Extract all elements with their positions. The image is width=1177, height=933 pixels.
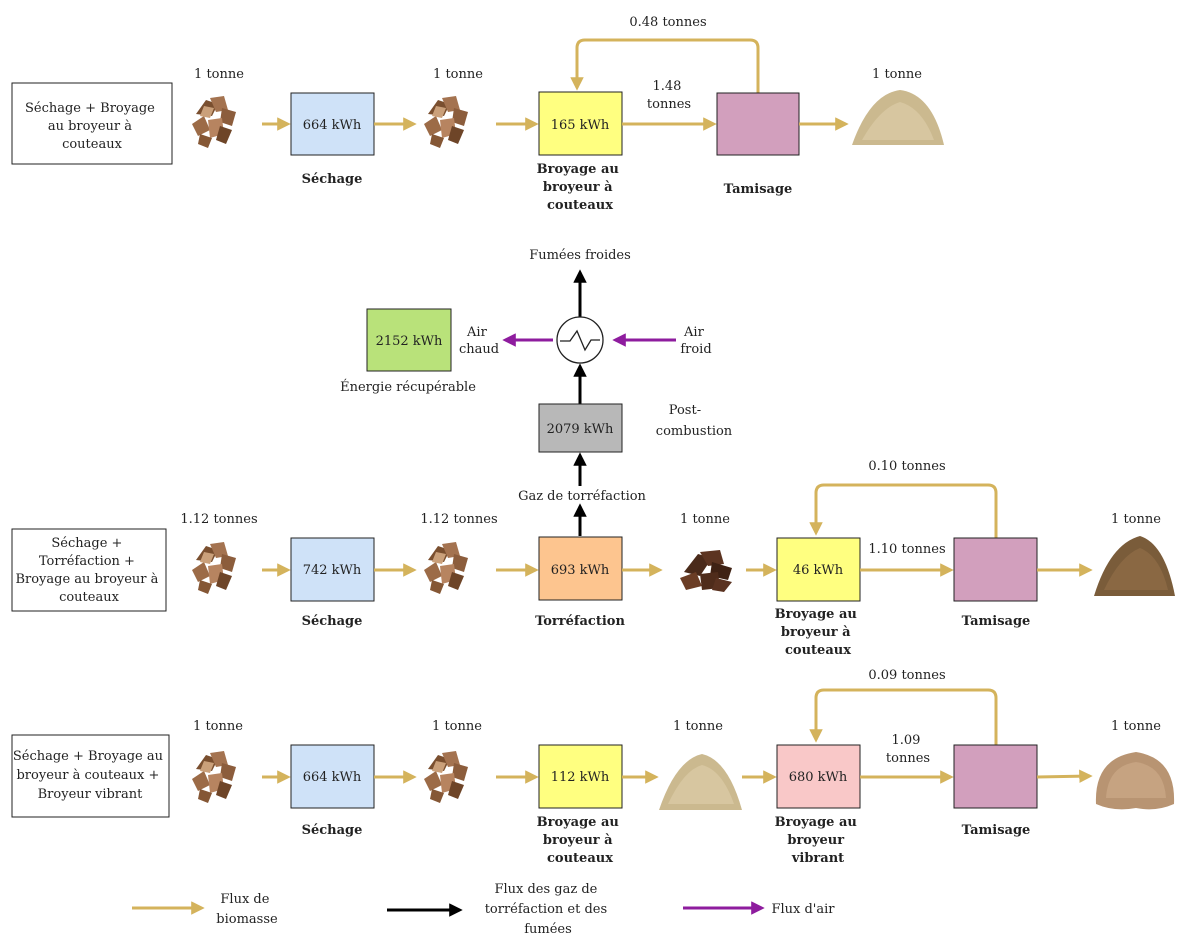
grinding-caption: Broyage au broyeur à couteaux: [775, 607, 862, 658]
scenario-3-description: Séchage + Broyage au broyeur à couteaux …: [13, 749, 167, 802]
row1-mass-out-label: 1 tonne: [872, 67, 922, 82]
legend-gas-label: Flux des gaz de torréfaction et des fumé…: [485, 882, 612, 933]
drying-energy: 664 kWh: [303, 770, 362, 785]
sieving-caption: Tamisage: [962, 614, 1031, 629]
row2-mass-out-label: 1 tonne: [1111, 512, 1161, 527]
row1-mass-in-label: 1 tonne: [194, 67, 244, 82]
row2-mass-in-label: 1.12 tonnes: [180, 512, 257, 527]
knife-mill-grinding-box: [776, 537, 861, 602]
row3-mass-after-drying-label: 1 tonne: [432, 719, 482, 734]
scenario-1-description-box: [11, 82, 173, 165]
wood-chips-icon: [424, 542, 468, 594]
drying-caption: Séchage: [302, 172, 363, 187]
vibrating-mill-box: [776, 744, 861, 809]
grinding-caption: Broyage au broyeur à couteaux: [537, 815, 624, 866]
wood-chips-icon: [192, 751, 236, 803]
sieving-box: [953, 744, 1038, 809]
row2-mass-after-drying-label: 1.12 tonnes: [420, 512, 497, 527]
legend-air-label: Flux d'air: [771, 902, 835, 917]
sieving-caption: Tamisage: [724, 182, 793, 197]
drying-caption: Séchage: [302, 614, 363, 629]
drying-energy: 664 kWh: [303, 118, 362, 133]
row-1: Séchage + Broyage au broyeur à couteaux …: [11, 15, 944, 213]
scenario-2-description-box: [11, 528, 167, 612]
recycle-flow-arrow: [809, 688, 998, 745]
legend-biomass-label: Flux de biomasse: [216, 892, 278, 927]
recoverable-energy: 2152 kWh: [376, 334, 443, 349]
row3-flow-to-sieve-label: 1.09 tonnes: [886, 733, 930, 766]
scenario-3-description-box: [11, 734, 170, 818]
post-combustion-caption: Post- combustion: [656, 403, 733, 439]
scenario-2-description: Séchage + Torréfaction + Broyage au broy…: [15, 536, 162, 605]
row2-recycle-label: 0.10 tonnes: [868, 459, 945, 474]
recoverable-energy-box: [366, 308, 452, 372]
gas-branch: Fumées froides Air chaud Air froid 2152 …: [340, 248, 733, 536]
hot-air-label: Air chaud: [459, 325, 499, 357]
drying-box: [290, 744, 375, 809]
row1-recycle-label: 0.48 tonnes: [629, 15, 706, 30]
wood-chips-icon: [424, 751, 468, 803]
row2-flow-to-sieve-label: 1.10 tonnes: [868, 542, 945, 557]
scenario-1-description: Séchage + Broyage au broyeur à couteaux: [25, 101, 159, 152]
row3-mass-in-label: 1 tonne: [193, 719, 243, 734]
row3-recycle-label: 0.09 tonnes: [868, 668, 945, 683]
legend: Flux de biomasse Flux des gaz de torréfa…: [132, 882, 835, 933]
sieving-caption: Tamisage: [962, 823, 1031, 838]
post-combustion-energy: 2079 kWh: [547, 422, 614, 437]
cold-fumes-label: Fumées froides: [529, 248, 631, 263]
drying-box: [290, 537, 375, 602]
torrefaction-box: [538, 536, 623, 601]
sieving-box: [716, 92, 800, 156]
torrefaction-gas-label: Gaz de torréfaction: [518, 489, 646, 504]
row3-mass-out-label: 1 tonne: [1111, 719, 1161, 734]
cold-air-label: Air froid: [680, 325, 711, 357]
row-2: Séchage + Torréfaction + Broyage au broy…: [11, 459, 1175, 658]
grinding-energy: 165 kWh: [551, 118, 610, 133]
row-3: Séchage + Broyage au broyeur à couteaux …: [11, 668, 1175, 866]
grinding-energy: 112 kWh: [551, 770, 610, 785]
wood-chips-icon: [192, 96, 236, 148]
recycle-flow-arrow: [570, 38, 760, 93]
heat-exchanger-icon: [556, 316, 604, 364]
recycle-flow-arrow: [809, 483, 998, 538]
wood-chips-icon: [192, 542, 236, 594]
torrefaction-energy: 693 kWh: [551, 563, 610, 578]
vibrating-mill-energy: 680 kWh: [789, 770, 848, 785]
grinding-energy: 46 kWh: [793, 563, 844, 578]
sieving-box: [953, 537, 1038, 602]
row3-mass-after-grinding-label: 1 tonne: [673, 719, 723, 734]
drying-energy: 742 kWh: [303, 563, 362, 578]
grinding-caption: Broyage au broyeur à couteaux: [537, 162, 624, 213]
wood-chips-icon: [424, 96, 468, 148]
torrefied-chips-icon: [680, 550, 732, 592]
post-combustion-box: [538, 403, 623, 453]
vibrating-mill-caption: Broyage au broyeur vibrant: [775, 815, 862, 866]
row1-flow-to-sieve-label: 1.48 tonnes: [647, 79, 691, 112]
drying-caption: Séchage: [302, 823, 363, 838]
knife-mill-grinding-box: [538, 744, 623, 809]
row1-mass-after-drying-label: 1 tonne: [433, 67, 483, 82]
biomass-flow-arrow: [1036, 769, 1093, 783]
row2-mass-after-torrefaction-label: 1 tonne: [680, 512, 730, 527]
recoverable-energy-caption: Énergie récupérable: [340, 379, 476, 395]
torrefaction-caption: Torréfaction: [535, 614, 625, 629]
